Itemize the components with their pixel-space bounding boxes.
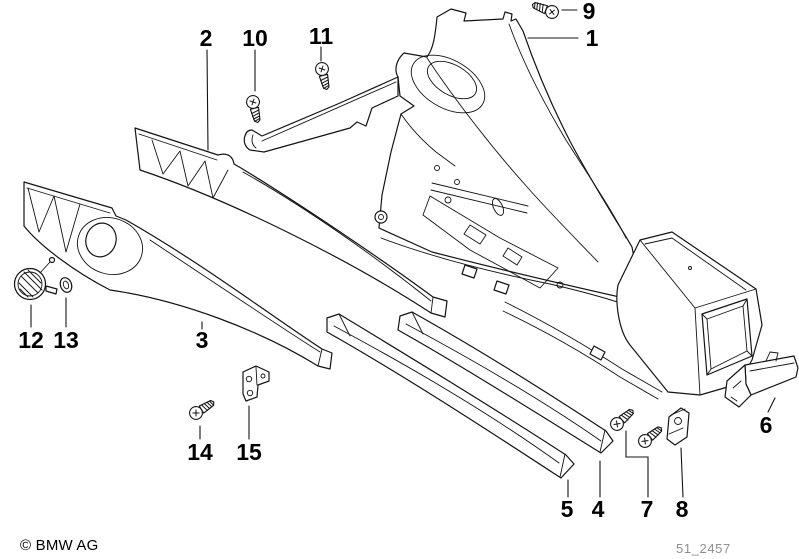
leader-lines	[30, 9, 776, 498]
part-3-trim-strip-speaker	[23, 181, 333, 370]
callout-9: 9	[583, 0, 596, 24]
callout-11: 11	[309, 23, 334, 49]
callout-8: 8	[676, 496, 689, 522]
part-10-screw	[244, 93, 265, 125]
part-7-screw-a	[607, 404, 638, 434]
part-11-screw	[313, 60, 334, 92]
callout-12: 12	[18, 327, 44, 353]
callout-1: 1	[586, 25, 599, 51]
callout-4: 4	[592, 496, 605, 522]
copyright-text: © BMW AG	[20, 537, 99, 554]
callout-5: 5	[561, 496, 574, 522]
part-2-trim-strip-front	[134, 127, 448, 318]
callout-15: 15	[236, 439, 262, 465]
part-4-moulding	[397, 311, 614, 454]
part-13-grommet	[59, 277, 73, 293]
callout-6: 6	[760, 412, 773, 438]
part-15-bracket	[242, 365, 270, 402]
part-12-cover-disc	[13, 256, 58, 301]
part-8-clamping-plate	[666, 407, 690, 446]
callout-2: 2	[200, 25, 213, 51]
callout-14: 14	[187, 439, 213, 465]
callout-7: 7	[641, 496, 654, 522]
callout-10: 10	[242, 25, 268, 51]
part-1-centre-console	[243, 8, 763, 400]
part-14-screw	[186, 395, 218, 423]
callout-13: 13	[53, 327, 79, 353]
callout-3: 3	[196, 327, 209, 353]
part-6-mounting-rail	[724, 351, 799, 408]
drawing-number: 51_2457	[676, 541, 731, 556]
part-5-moulding	[326, 313, 575, 479]
callout-labels: 1 2 3 4 5 6 7 8 9 10 11 12 13 14 15	[18, 0, 772, 522]
part-7-screw-b	[635, 422, 666, 451]
part-9-screw	[529, 0, 561, 21]
